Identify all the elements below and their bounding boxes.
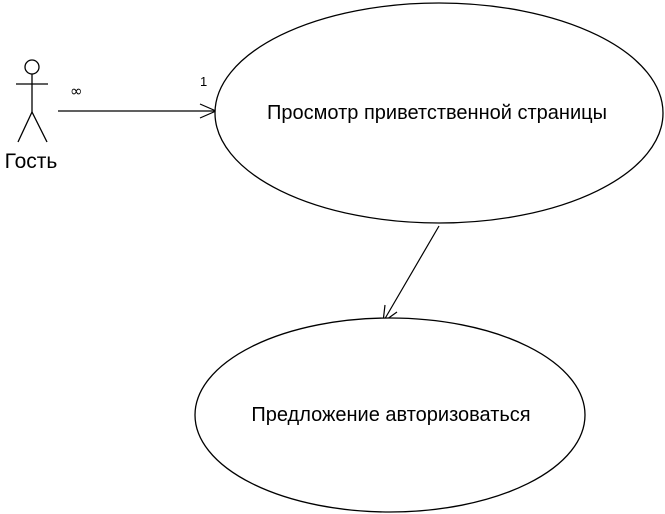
usecase-label: Просмотр приветственной страницы bbox=[267, 102, 607, 124]
usecase-ellipse bbox=[194, 317, 586, 513]
usecase-label: Предложение авторизоваться bbox=[251, 404, 530, 426]
association-actor-usecase[interactable]: ∞ 1 bbox=[58, 74, 218, 119]
actor-left-leg bbox=[17, 111, 33, 143]
actor-head bbox=[24, 59, 40, 75]
usecase-offer-login[interactable]: Предложение авторизоваться bbox=[194, 317, 586, 513]
usecase-view-welcome-page[interactable]: Просмотр приветственной страницы bbox=[214, 2, 664, 224]
actor-multiplicity: ∞ bbox=[70, 82, 83, 100]
usecase-ellipse bbox=[214, 2, 664, 224]
actor-right-leg bbox=[31, 111, 48, 143]
usecase-multiplicity: 1 bbox=[200, 74, 207, 89]
actor-name: Гость bbox=[5, 150, 58, 173]
dependency-line bbox=[382, 225, 440, 323]
dependency-arrow[interactable] bbox=[382, 225, 440, 324]
actor-guest[interactable]: Гость bbox=[5, 59, 58, 173]
